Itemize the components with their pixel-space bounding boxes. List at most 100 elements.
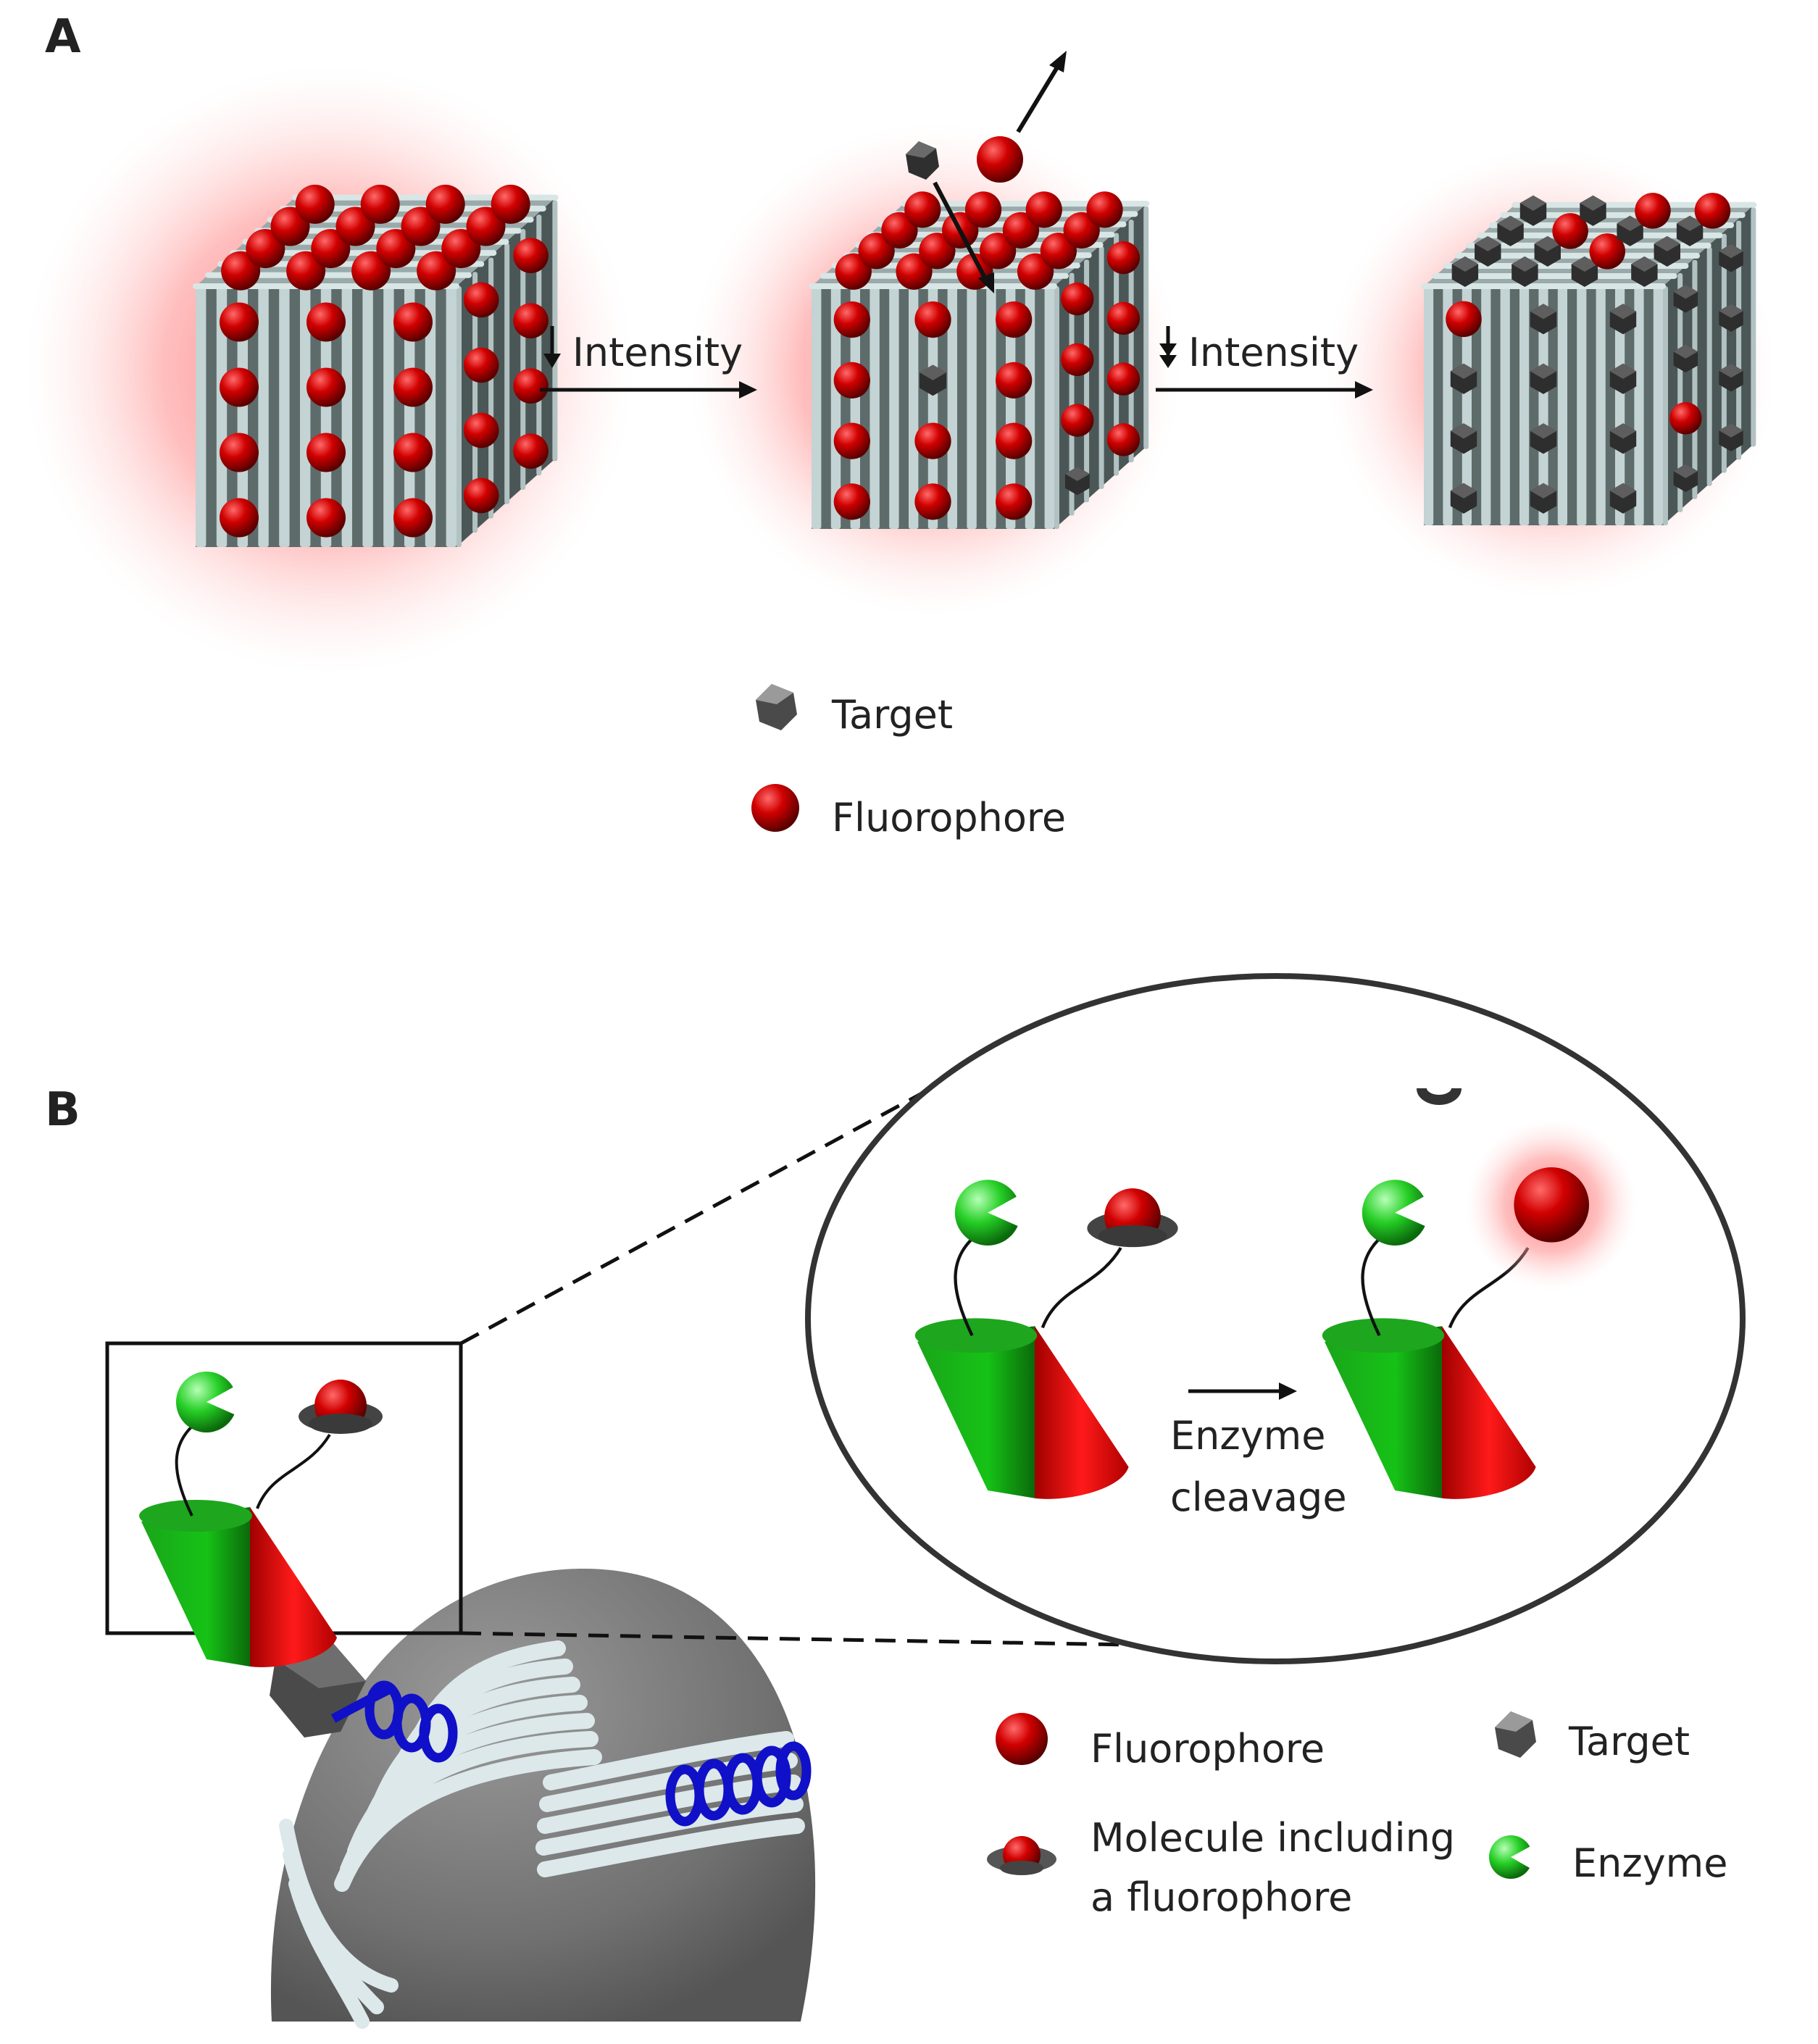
quencher-lower xyxy=(1098,1225,1167,1248)
enzyme-mouth xyxy=(1395,1193,1430,1229)
fluorophore-sphere xyxy=(1446,301,1482,338)
fluorophore-sphere xyxy=(1061,404,1094,437)
fluorophore-sphere xyxy=(833,362,870,399)
fluorophore-sphere xyxy=(833,483,870,520)
fluorophore-sphere xyxy=(295,184,335,224)
mesoporous-cubes xyxy=(193,184,1757,547)
fluorophore-sphere xyxy=(220,433,259,472)
fluorophore-sphere xyxy=(463,347,499,383)
enzyme-tether xyxy=(1361,1230,1388,1337)
enzyme-sphere xyxy=(1362,1180,1428,1246)
intensity-label-1: Intensity xyxy=(572,330,743,375)
fluorophore-sphere xyxy=(307,433,346,472)
target-hexagon xyxy=(1617,215,1643,246)
target-hexagon xyxy=(1673,344,1698,373)
fluorophore-sphere xyxy=(1106,362,1141,396)
probe-on-cell xyxy=(139,1372,383,1667)
zoom-line-top xyxy=(459,1081,942,1346)
target-hexagon xyxy=(1609,483,1637,514)
cleavage-arrow xyxy=(1188,1382,1297,1400)
target-hexagon xyxy=(1530,423,1557,454)
fluorophore-sphere xyxy=(393,367,433,407)
released-fluorophore xyxy=(977,136,1023,183)
protein-coil-right xyxy=(665,1741,812,1827)
protein-coil-left xyxy=(330,1680,458,1763)
legend-a-target: Target xyxy=(756,684,953,738)
fluorophore-sphere xyxy=(996,301,1033,338)
fluorophore-sphere xyxy=(360,184,400,224)
legend-b-fluorophore: Fluorophore xyxy=(996,1713,1325,1772)
quencher-lower xyxy=(309,1414,372,1434)
legend-b-fluorophore-label: Fluorophore xyxy=(1091,1726,1325,1772)
fluorophore-sphere xyxy=(1552,213,1588,249)
legend-b-molecule-label-2: a fluorophore xyxy=(1091,1874,1352,1920)
fluorophore-sphere xyxy=(1669,402,1702,435)
fluorophore-sphere xyxy=(307,367,346,407)
probe-before-cleavage xyxy=(914,1180,1178,1499)
legend-b-enzyme: Enzyme xyxy=(1489,1835,1727,1886)
membrane-fibers-center xyxy=(334,1640,602,1892)
fluorophore-sphere xyxy=(307,498,346,538)
fluorophore-sphere xyxy=(463,477,499,514)
target-hexagon xyxy=(1719,243,1743,272)
target-hexagon xyxy=(920,364,946,396)
legend-a-fluorophore: Fluorophore xyxy=(751,784,1066,840)
released-quencher xyxy=(1417,1088,1462,1105)
target-hexagon xyxy=(1673,285,1698,313)
legend-b-target-label: Target xyxy=(1568,1719,1690,1764)
enzyme-tether xyxy=(954,1230,981,1337)
fluorophore-sphere xyxy=(220,498,259,538)
cone-rim xyxy=(1322,1318,1445,1353)
fluorophore-sphere xyxy=(996,483,1033,520)
target-hexagon xyxy=(1673,464,1698,493)
cone-green-half xyxy=(917,1326,1035,1498)
target-hexagon xyxy=(1519,195,1547,226)
cleavage-label-line2: cleavage xyxy=(1170,1474,1347,1520)
target-hexagon xyxy=(1719,423,1743,451)
release-arrow xyxy=(1016,51,1067,133)
enzyme-sphere xyxy=(954,1180,1021,1246)
intensity-arrow-1: Intensity xyxy=(540,326,757,399)
fluorophore-sphere xyxy=(1061,343,1094,376)
fluorophore-sphere xyxy=(1106,423,1141,456)
fluorophore-sphere xyxy=(220,302,259,342)
target-hexagon xyxy=(1609,423,1637,454)
target-hexagon xyxy=(1530,304,1557,335)
fluorophore-sphere xyxy=(1086,191,1123,228)
zoom-line-bottom xyxy=(460,1631,1131,1647)
probe-constructs xyxy=(139,1119,1638,1667)
fluorophore-sphere xyxy=(996,422,1033,459)
target-hexagon xyxy=(1450,483,1477,514)
legend-a-target-label: Target xyxy=(831,692,953,738)
fluorophore-sphere xyxy=(833,301,870,338)
fluorophore-sphere xyxy=(513,303,549,339)
membrane-fibers-left xyxy=(279,1819,399,2029)
target-hexagon xyxy=(1511,256,1538,287)
target-hexagon xyxy=(1475,235,1501,267)
target-hexagon xyxy=(1631,256,1658,287)
free-fluorophore xyxy=(1514,1167,1590,1243)
fluorophore-sphere xyxy=(393,433,433,472)
fluorophore-sphere xyxy=(463,412,499,449)
fluorophore-sphere xyxy=(914,301,951,338)
fluorophore-sphere xyxy=(513,433,549,469)
target-hexagon xyxy=(1654,235,1680,267)
fluorophore-sphere xyxy=(1025,191,1062,228)
fluorophore-sphere xyxy=(914,422,951,459)
fluorophore-sphere xyxy=(513,368,549,404)
target-hexagon xyxy=(1450,423,1477,454)
cone-rim xyxy=(914,1318,1038,1353)
intensity-arrow-2: Intensity xyxy=(1156,326,1373,399)
fluorophore-sphere xyxy=(833,422,870,459)
fluorophore-sphere xyxy=(307,302,346,342)
panel-a-letter: A xyxy=(45,10,81,64)
zoom-ellipse xyxy=(805,973,1746,1664)
enzyme-mouth xyxy=(988,1193,1023,1229)
molecule-tether xyxy=(256,1433,331,1509)
target-hexagon xyxy=(1609,304,1637,335)
panel-b-letter: B xyxy=(45,1083,80,1137)
target-hexagon xyxy=(1580,195,1606,226)
fluorophore-sphere xyxy=(914,483,951,520)
